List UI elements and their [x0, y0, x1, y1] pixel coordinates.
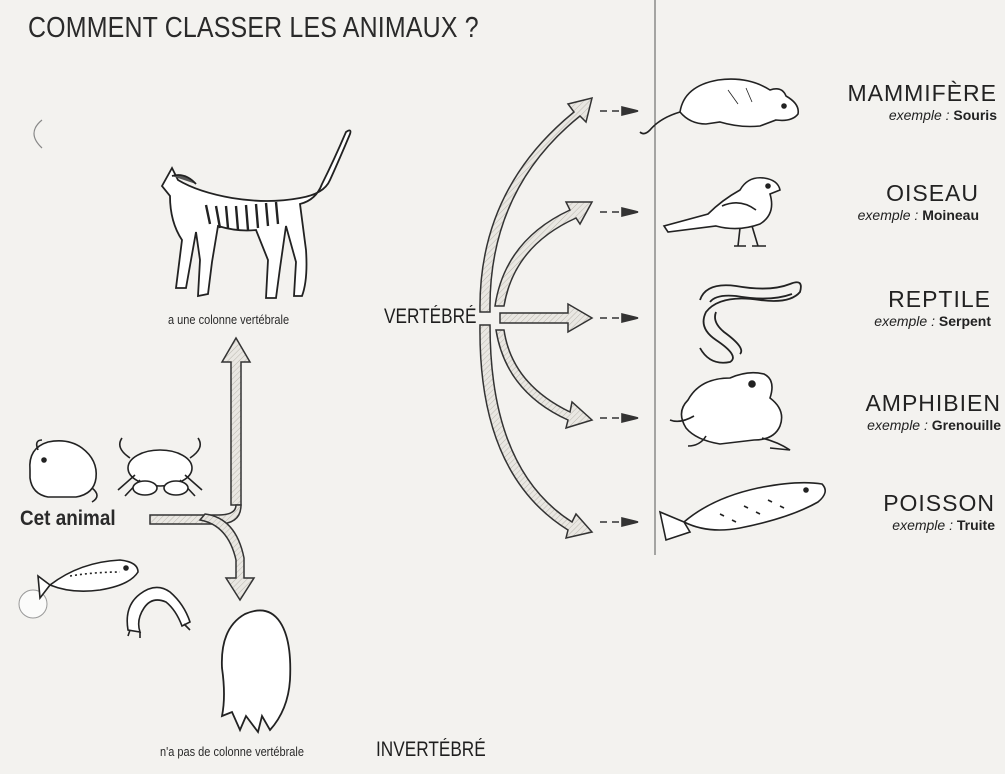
- class-example: exemple : Serpent: [874, 313, 991, 329]
- invertebrate-label: INVERTÉBRÉ: [376, 738, 486, 762]
- mouse-icon: [640, 79, 798, 133]
- class-name: REPTILE: [874, 286, 991, 313]
- class-reptile: REPTILE exemple : Serpent: [874, 286, 991, 329]
- crab-icon: [118, 438, 202, 496]
- sparrow-icon: [664, 178, 780, 246]
- example-prefix: exemple :: [889, 107, 950, 123]
- page-title: COMMENT CLASSER LES ANIMAUX ?: [28, 12, 479, 45]
- dashed-connectors: [600, 107, 638, 526]
- caterpillar-icon: [127, 587, 190, 638]
- binder-hole-top: [34, 120, 42, 148]
- example-prefix: exemple :: [892, 517, 953, 533]
- cat-icon: [162, 130, 351, 298]
- small-fish-icon: [38, 560, 138, 598]
- class-example: exemple : Moineau: [858, 207, 979, 223]
- class-name: OISEAU: [858, 180, 979, 207]
- vertebrate-fan-arrows: [480, 98, 592, 538]
- class-name: MAMMIFÈRE: [847, 80, 997, 107]
- example-prefix: exemple :: [874, 313, 935, 329]
- start-label: Cet animal: [20, 507, 116, 531]
- example-value: Truite: [957, 517, 995, 533]
- class-example: exemple : Grenouille: [865, 417, 1001, 433]
- class-name: AMPHIBIEN: [865, 390, 1001, 417]
- class-example: exemple : Souris: [847, 107, 997, 123]
- class-mammal: MAMMIFÈRE exemple : Souris: [847, 80, 997, 123]
- invertebral-caption: n'a pas de colonne vertébrale: [160, 745, 304, 759]
- class-example: exemple : Truite: [883, 517, 995, 533]
- vertebral-caption: a une colonne vertébrale: [168, 313, 289, 327]
- example-value: Grenouille: [932, 417, 1001, 433]
- class-name: POISSON: [883, 490, 995, 517]
- jellyfish-icon: [222, 610, 290, 732]
- class-fish: POISSON exemple : Truite: [883, 490, 995, 533]
- snake-icon: [700, 282, 801, 363]
- frog-icon: [670, 373, 790, 450]
- trout-icon: [660, 483, 825, 540]
- example-value: Moineau: [922, 207, 979, 223]
- class-amphibian: AMPHIBIEN exemple : Grenouille: [865, 390, 1001, 433]
- example-value: Serpent: [939, 313, 991, 329]
- vertebrate-label: VERTÉBRÉ: [384, 305, 477, 329]
- example-value: Souris: [953, 107, 997, 123]
- example-prefix: exemple :: [867, 417, 928, 433]
- example-prefix: exemple :: [858, 207, 919, 223]
- hamster-icon: [30, 440, 97, 502]
- class-bird: OISEAU exemple : Moineau: [858, 180, 979, 223]
